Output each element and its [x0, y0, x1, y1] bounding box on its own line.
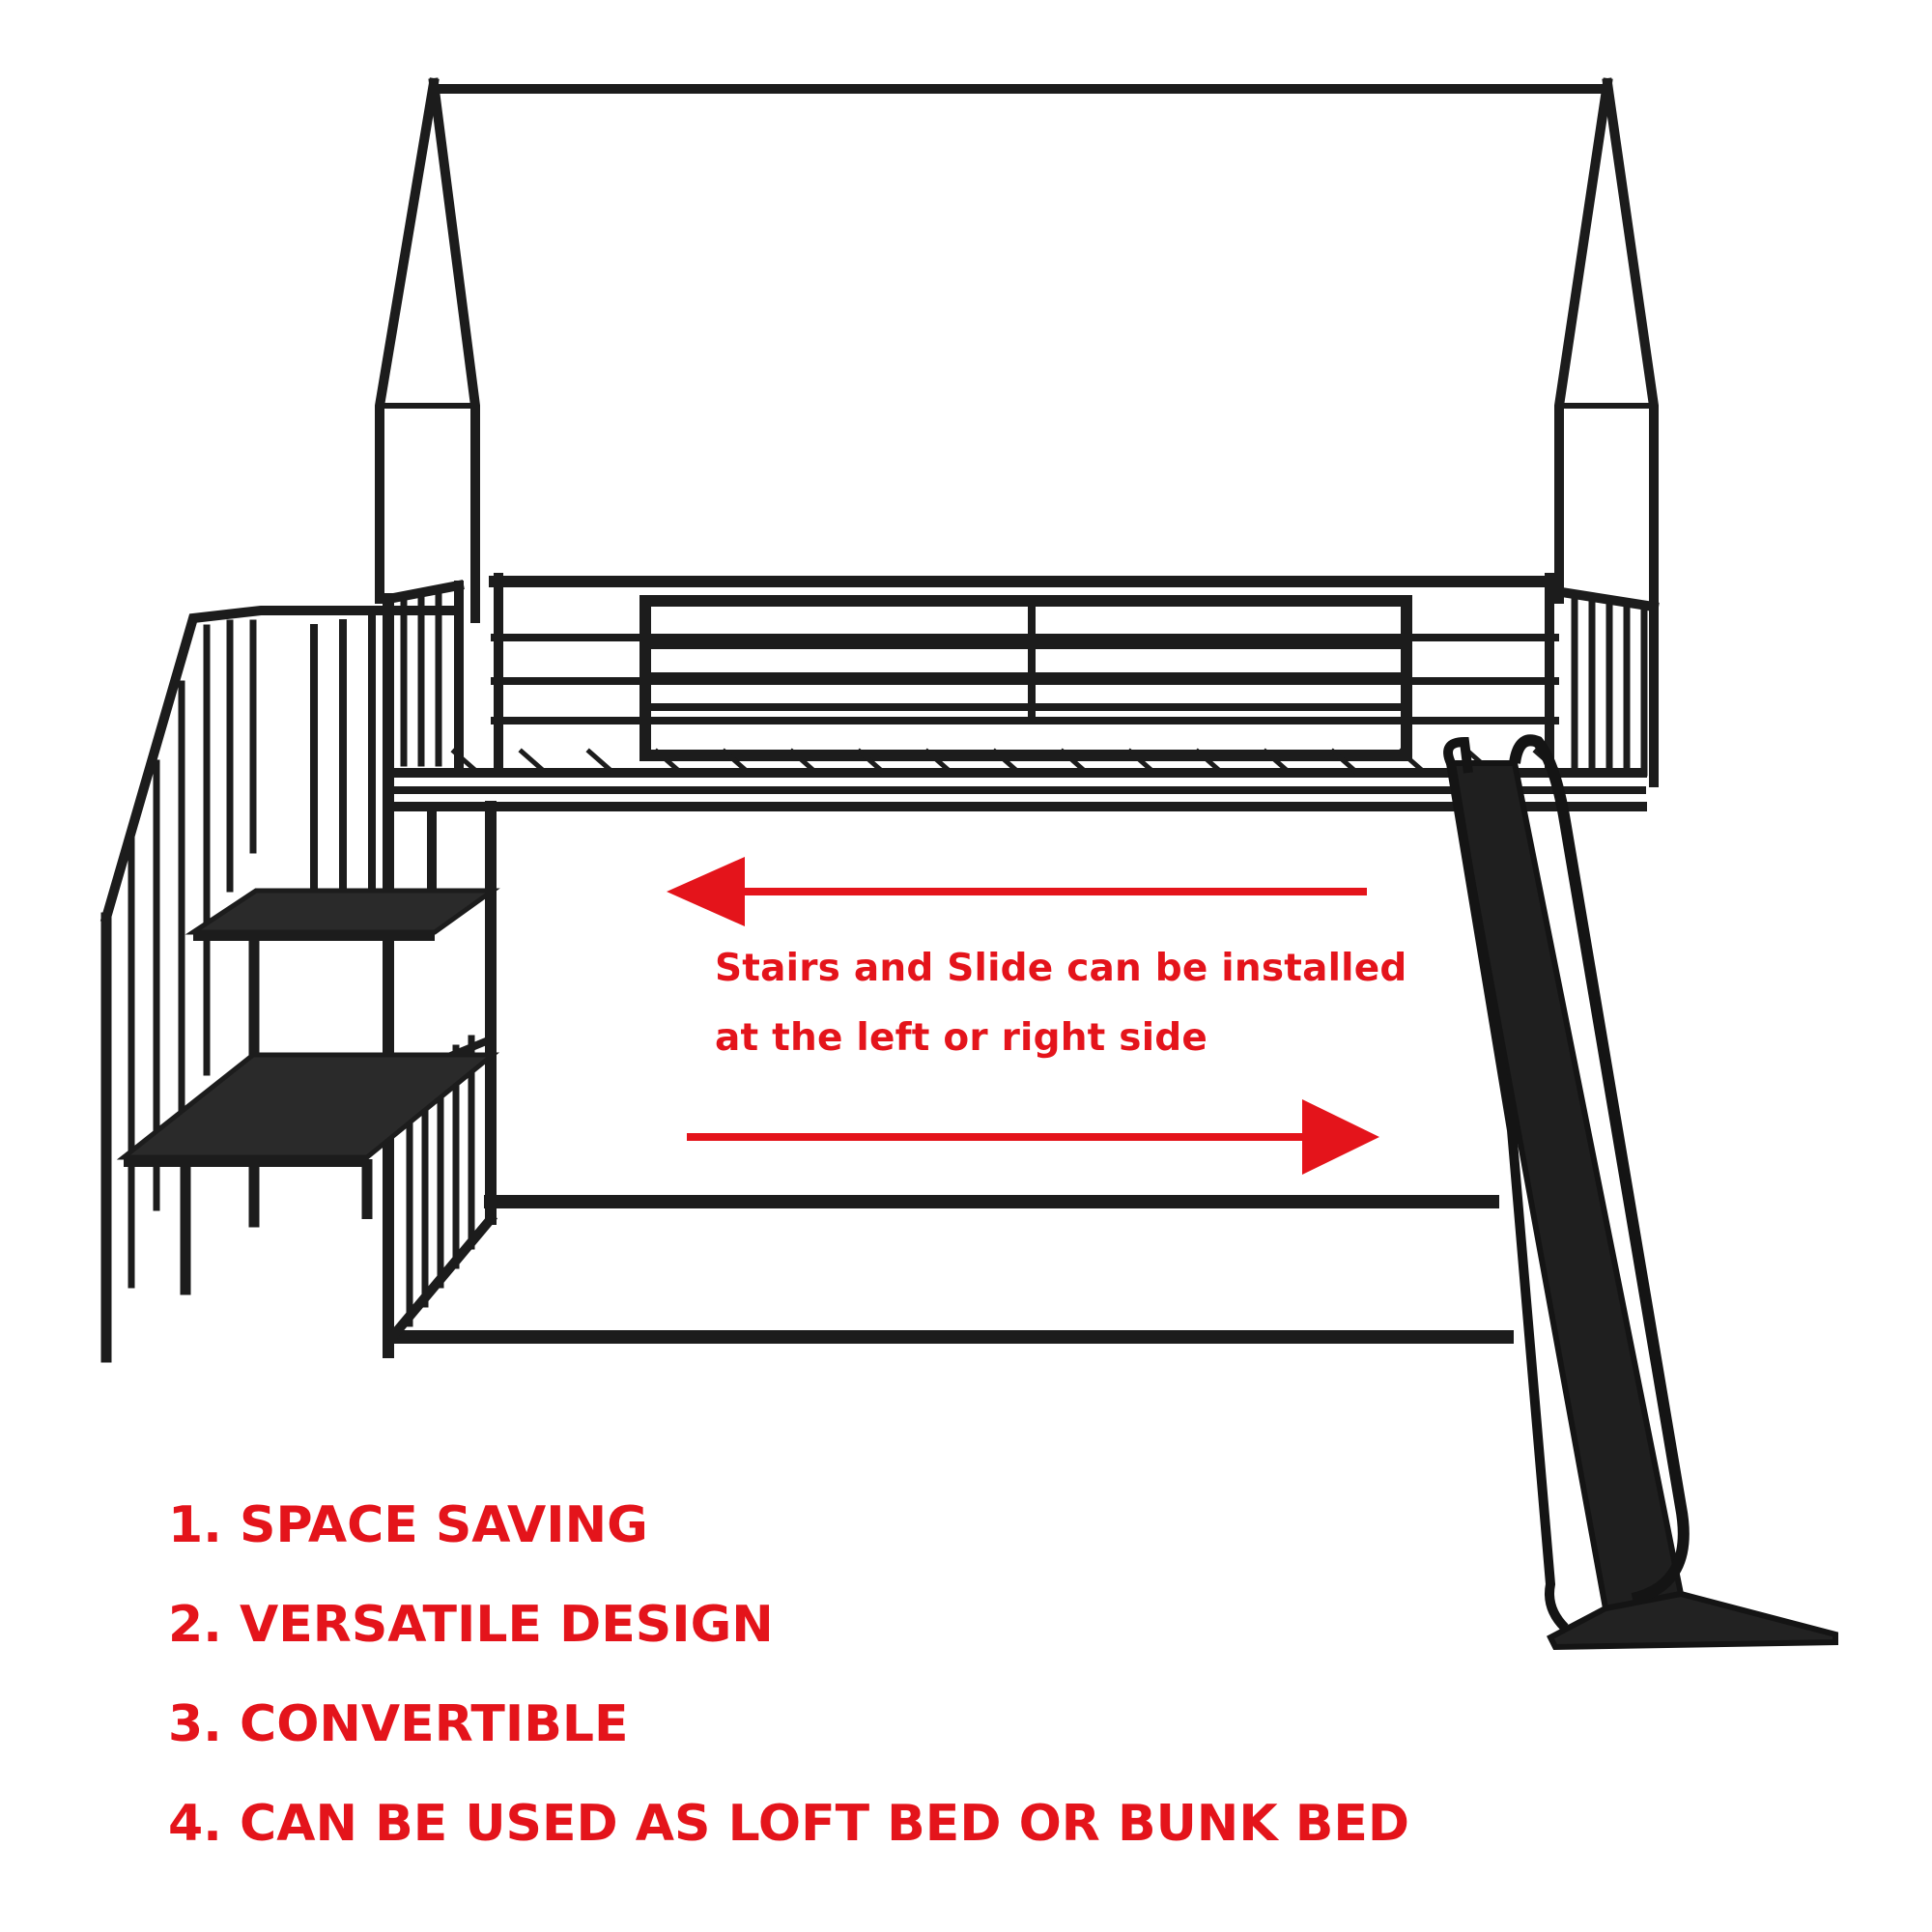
feature-list: 1. SPACE SAVING 2. VERSATILE DESIGN 3. C…: [168, 1495, 1409, 1893]
install-caption-line-1: Stairs and Slide can be installed: [715, 947, 1407, 990]
feature-item: 3. CONVERTIBLE: [168, 1695, 629, 1753]
install-caption-line-2: at the left or right side: [715, 1016, 1208, 1060]
slide: [1443, 734, 1838, 1651]
bed-frame: [375, 77, 1660, 1358]
feature-item: 2. VERSATILE DESIGN: [168, 1596, 774, 1654]
feature-item: 1. SPACE SAVING: [168, 1496, 648, 1554]
lower-step: [116, 1052, 500, 1160]
stairs: [99, 606, 464, 1363]
feature-item: 4. CAN BE USED AS LOFT BED OR BUNK BED: [168, 1795, 1410, 1853]
arrow-right-icon: [687, 1099, 1379, 1175]
arrow-left-icon: [667, 857, 1367, 926]
upper-step: [185, 888, 500, 935]
